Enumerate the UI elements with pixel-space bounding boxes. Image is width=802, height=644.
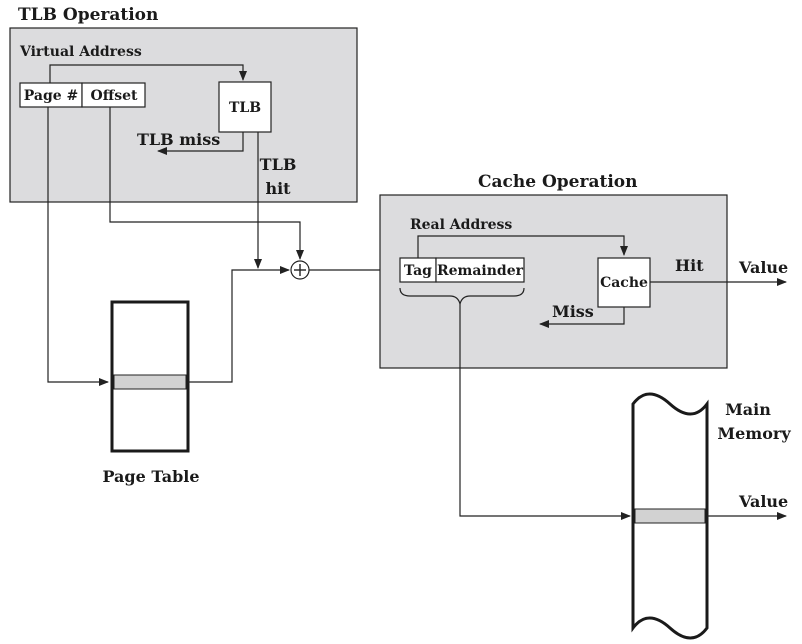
tlb-operation-panel [9,27,358,203]
real-address-register: Tag Remainder [399,257,525,283]
offset-field [81,82,146,108]
page-table-label: Page Table [102,467,199,486]
page-number-field [19,82,83,108]
virtual-address-register: Page # Offset [19,82,146,108]
main-memory-value-label: Value [738,492,788,511]
main-memory-label-line2: Memory [717,424,791,443]
cache-miss-label: Miss [552,302,594,321]
cache-miss-arrow [539,307,625,328]
tlb-miss-label: TLB miss [137,130,220,149]
address-to-main-memory-arrow [459,304,631,520]
tlb-hit-label-line2: hit [265,179,291,198]
tlb-operation-title: TLB Operation [18,5,158,25]
virtual-address-label: Virtual Address [19,44,142,60]
offset-label: Offset [91,88,138,104]
cache-hit-label: Hit [675,256,704,275]
cache-box-label: Cache [600,275,648,291]
page-to-tlb-arrow [49,64,247,83]
page-table-entry [113,374,187,390]
real-address-label: Real Address [410,217,512,233]
tlb-box-label: TLB [229,100,261,116]
page-to-page-table-arrow [47,107,109,386]
cache-operation-title: Cache Operation [478,172,637,192]
tag-label: Tag [404,263,432,279]
cache-value-label: Value [738,258,788,277]
remainder-field [435,257,525,283]
offset-to-adder-arrow [109,107,304,260]
page-table-to-adder-arrow [188,266,290,383]
tlb-miss-arrow [157,132,244,155]
remainder-label: Remainder [437,263,524,279]
tlb-hit-label-line1: TLB [260,155,297,174]
cache-box [597,257,651,308]
tlb-box [218,81,272,133]
main-memory-entry [634,508,706,524]
page-number-label: Page # [24,88,79,104]
main-memory-label-line1: Main [725,400,771,419]
tag-to-cache-arrow [417,235,628,258]
adder-symbol [290,260,310,280]
